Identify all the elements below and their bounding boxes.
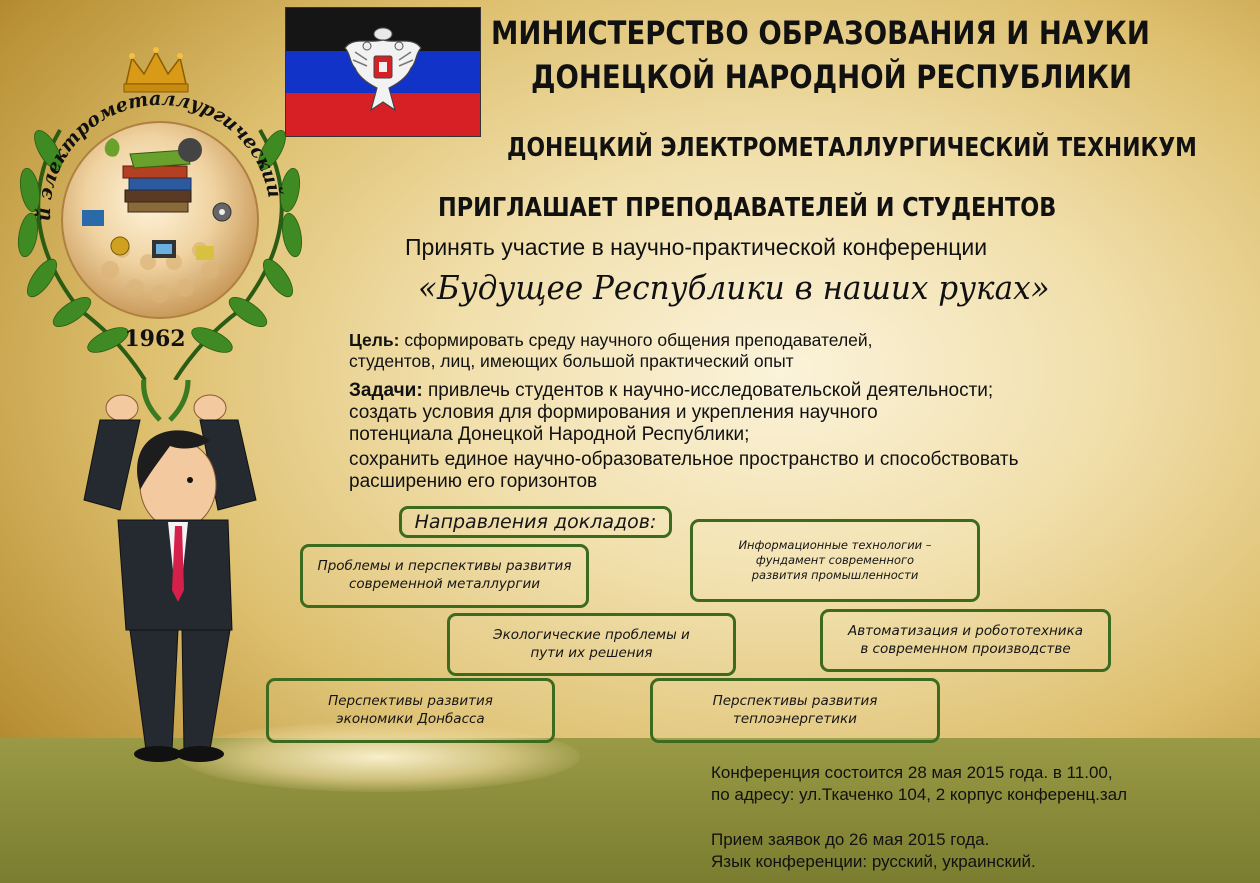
sun-icon [110, 236, 130, 256]
direction-text: развития промышленности [751, 567, 919, 582]
direction-text: в современном производстве [860, 640, 1071, 657]
tools-icon [196, 246, 214, 260]
participate-line: Принять участие в научно-практической ко… [405, 234, 988, 260]
tasks-line-1: Задачи: привлечь студентов к научно-иссл… [349, 380, 993, 402]
direction-text: Проблемы и перспективы развития [317, 558, 572, 575]
tasks-line-2: создать условия для формирования и укреп… [349, 402, 878, 423]
direction-text: экономики Донбасса [336, 710, 485, 727]
goal-text-1: сформировать среду научного общения преп… [404, 330, 873, 350]
books-icon [122, 149, 192, 213]
info-line-2: по адресу: ул.Ткаченко 104, 2 корпус кон… [711, 785, 1128, 804]
direction-text: теплоэнергетики [733, 710, 857, 727]
coat-of-arms-icon [344, 27, 422, 112]
device-icon [82, 210, 104, 226]
tasks-label: Задачи: [349, 380, 423, 401]
direction-text: Перспективы развития [328, 692, 493, 709]
tasks-line-3: потенциала Донецкой Народной Республики; [349, 424, 750, 445]
ministry-line-1: МИНИСТЕРСТВО ОБРАЗОВАНИЯ И НАУКИ [491, 14, 1150, 52]
direction-text: Перспективы развития [712, 692, 878, 709]
computer-icon [152, 240, 176, 258]
tasks-text-1: привлечь студентов к научно-исследовател… [427, 380, 994, 401]
directions-heading: Направления докладов: [399, 506, 672, 538]
invitation-line: ПРИГЛАШАЕТ ПРЕПОДАВАТЕЛЕЙ И СТУДЕНТОВ [438, 193, 1057, 223]
direction-text: Автоматизация и робототехника [847, 622, 1084, 639]
ground-highlight [180, 722, 580, 792]
tree-icon [104, 138, 120, 157]
logo-year: 1962 [124, 326, 185, 352]
conference-title: «Будущее Республики в наших руках» [418, 268, 1050, 307]
info-line-3: Прием заявок до 26 мая 2015 года. [711, 830, 990, 849]
direction-text: Информационные технологии – [738, 538, 932, 553]
gear-icon [212, 202, 232, 222]
direction-it: Информационные технологии –фундамент сов… [690, 519, 980, 602]
goal-label: Цель: [349, 330, 400, 350]
crown-icon [123, 47, 189, 93]
college-name: ДОНЕЦКИЙ ЭЛЕКТРОМЕТАЛЛУРГИЧЕСКИЙ ТЕХНИКУ… [507, 133, 1197, 163]
college-logo: Донецкий электрометаллургический технику… [0, 40, 303, 380]
goal-line-1: Цель: сформировать среду научного общени… [349, 330, 873, 351]
direction-text: пути их решения [530, 644, 653, 661]
person-illustration [83, 380, 257, 762]
dnr-flag [285, 7, 481, 137]
goal-line-2: студентов, лиц, имеющих большой практиче… [349, 351, 794, 371]
tasks-line-4: сохранить единое научно-образовательное … [349, 449, 1019, 470]
info-line-1: Конференция состоится 28 мая 2015 года. … [711, 763, 1113, 782]
ministry-line-2: ДОНЕЦКОЙ НАРОДНОЙ РЕСПУБЛИКИ [531, 58, 1133, 96]
direction-text: фундамент современного [755, 553, 915, 568]
helmet-icon [178, 138, 202, 162]
laurel-wreath-icon [17, 129, 303, 380]
tasks-line-5: расширению его горизонтов [349, 471, 598, 492]
info-line-4: Язык конференции: русский, украинский. [711, 852, 1036, 871]
direction-text: Экологические проблемы и [493, 626, 690, 643]
direction-text: современной металлургии [348, 576, 541, 592]
